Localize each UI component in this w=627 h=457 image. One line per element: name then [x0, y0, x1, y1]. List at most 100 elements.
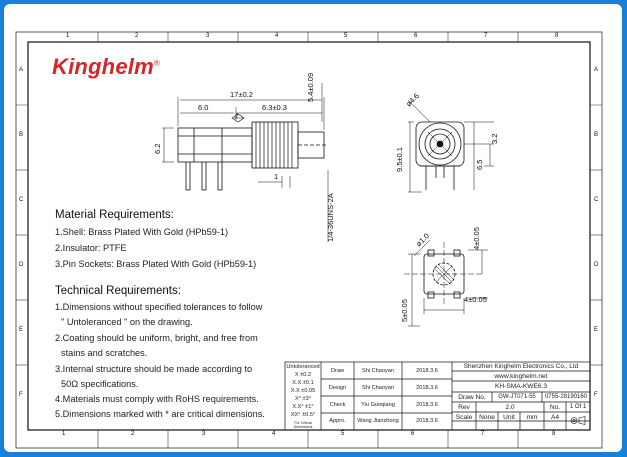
- tolerance-row: X ±0.2: [294, 372, 312, 378]
- dim-side: 6.2: [153, 143, 162, 154]
- material-item: 3.Pin Sockets: Brass Plated With Gold (H…: [55, 259, 257, 269]
- grid-col-label: 8: [552, 431, 556, 437]
- tolerance-row: X.X ±0.05: [290, 388, 316, 394]
- grid-col-label: 7: [481, 431, 485, 437]
- grid-row-label: D: [19, 262, 24, 268]
- unit-label: Unit: [503, 414, 515, 421]
- grid-col-label: 5: [344, 33, 348, 39]
- dim-seg-a: 6.0: [198, 103, 209, 112]
- technical-item: 2.Coating should be uniform, bright, and…: [55, 333, 258, 343]
- draw-no-label: Draw No.: [458, 394, 486, 401]
- grid-ticks: [16, 32, 602, 448]
- approval-date: 2018.3.6: [416, 368, 438, 374]
- grid-col-label: 8: [555, 33, 559, 39]
- grid-row-label: A: [19, 67, 24, 73]
- dim-sq1: 4±0.05: [472, 227, 481, 250]
- grid-row-label: B: [594, 132, 599, 138]
- technical-item: 5.Dimensions marked with * are critical …: [55, 409, 265, 419]
- technical-item: 3.Internal structure should be made acco…: [55, 364, 253, 374]
- company-website: www.kinghelm.net: [494, 373, 548, 380]
- approval-date: 2018.3.6: [416, 385, 438, 391]
- grid-row-label: C: [594, 197, 599, 203]
- drawing-sheet: 1 2 3 4 5 6 7 8 1 2 3 4 5 6 7 8 A B C D …: [4, 4, 622, 452]
- dim-sq2: 4±0.05: [464, 295, 487, 304]
- grid-col-label: 5: [341, 431, 345, 437]
- projection-symbol-icon: [570, 412, 586, 425]
- grid-row-label: E: [19, 327, 24, 333]
- dim-height: 5.4±0.09: [306, 72, 315, 102]
- no-label: No.: [549, 404, 561, 411]
- unit-value: mm: [526, 414, 538, 421]
- material-title: Material Requirements:: [55, 209, 174, 221]
- outer-frame: [15, 31, 603, 449]
- approval-date: 2018.3.6: [416, 402, 438, 408]
- brand-logo: Kinghelm®: [52, 54, 160, 79]
- dim-overall-length: 17±0.2: [230, 90, 253, 99]
- grid-col-label: 1: [66, 33, 70, 39]
- grid-row-label: E: [594, 327, 599, 333]
- tolerance-title: Untoleranced: [286, 364, 320, 370]
- technical-item: 1.Dimensions without specified tolerance…: [55, 302, 263, 312]
- grid-col-label: 2: [131, 431, 135, 437]
- approval-date: 2018.3.6: [416, 418, 438, 424]
- company-name: Shenzhen Kinghelm Electronics Co., Ltd: [463, 363, 579, 370]
- approval-role: Draw: [330, 368, 345, 374]
- technical-item: 4.Materials must comply with RoHS requir…: [55, 394, 259, 404]
- approval-name: Yiu Guoqiang: [361, 402, 395, 408]
- bottom-view: [404, 239, 488, 327]
- dim-star: 2: [235, 114, 239, 120]
- part-number: KH-SMA-KWE6.3: [494, 383, 548, 390]
- technical-item: " Untoleranced " on the drawing.: [61, 317, 193, 327]
- grid-col-label: 4: [275, 33, 279, 39]
- dim-thread: 1/4-36UNS-2A: [326, 193, 335, 242]
- side-view: [162, 83, 329, 242]
- grid-row-label: A: [594, 67, 599, 73]
- sheet-number: 1 Of 1: [569, 404, 587, 410]
- grid-col-label: 6: [411, 431, 415, 437]
- technical-item: stains and scratches.: [61, 348, 148, 358]
- approval-name: Shi Chaoyan: [361, 385, 395, 391]
- material-item: 2.Insulator: PTFE: [55, 243, 127, 253]
- approval-name: Wang Jianzhong: [357, 418, 399, 424]
- tolerance-row: X.X ±0.1: [292, 380, 314, 386]
- dim-sq3: 5±0.05: [400, 299, 409, 322]
- technical-item: 50Ω specifications.: [61, 379, 139, 389]
- grid-col-label: 6: [414, 33, 418, 39]
- grid-col-label: 7: [484, 33, 488, 39]
- scale-value: None: [479, 414, 495, 421]
- front-view: [407, 99, 494, 193]
- grid-row-label: F: [594, 392, 598, 398]
- dim-d32: 3.2: [490, 133, 499, 144]
- tolerance-row: XX° ±0.5°: [290, 412, 316, 418]
- approval-role: Check: [329, 402, 346, 408]
- grid-row-label: B: [19, 132, 24, 138]
- dim-d65: 6.5: [475, 159, 484, 170]
- tolerance-row: X° ±3°: [295, 396, 311, 402]
- rev-label: Rev: [458, 404, 470, 411]
- approval-name: Shi Chaoyan: [361, 368, 395, 374]
- draw-no: GW-JT071-55: [498, 394, 536, 400]
- rev-value: 2.0: [505, 404, 515, 411]
- title-block-grid: [284, 361, 591, 431]
- dim-h2: 9.5±0.1: [395, 147, 404, 172]
- scale-label: Scale: [455, 414, 473, 421]
- grid-row-label: C: [19, 197, 24, 203]
- dim-pin: 1: [274, 172, 279, 181]
- grid-col-label: 3: [206, 33, 210, 39]
- grid-col-label: 2: [135, 33, 139, 39]
- technical-drawing: [15, 31, 603, 449]
- grid-col-label: 4: [272, 431, 276, 437]
- grid-row-label: F: [19, 392, 23, 398]
- tolerance-note: For Critical Dimensions: [293, 421, 313, 429]
- grid-row-label: D: [594, 262, 599, 268]
- dim-seg-b: 6.3±0.3: [262, 103, 287, 112]
- material-item: 1.Shell: Brass Plated With Gold (HPb59-1…: [55, 227, 229, 237]
- approval-role: Design: [328, 385, 347, 391]
- grid-col-label: 3: [202, 431, 206, 437]
- tolerance-row: X.X° ±1°: [292, 404, 314, 410]
- phone: 0755-28190160: [544, 394, 588, 400]
- technical-title: Technical Requirements:: [55, 285, 181, 297]
- approval-role: Appro.: [329, 418, 346, 424]
- grid-col-label: 1: [62, 431, 66, 437]
- paper-size: A4: [550, 414, 560, 421]
